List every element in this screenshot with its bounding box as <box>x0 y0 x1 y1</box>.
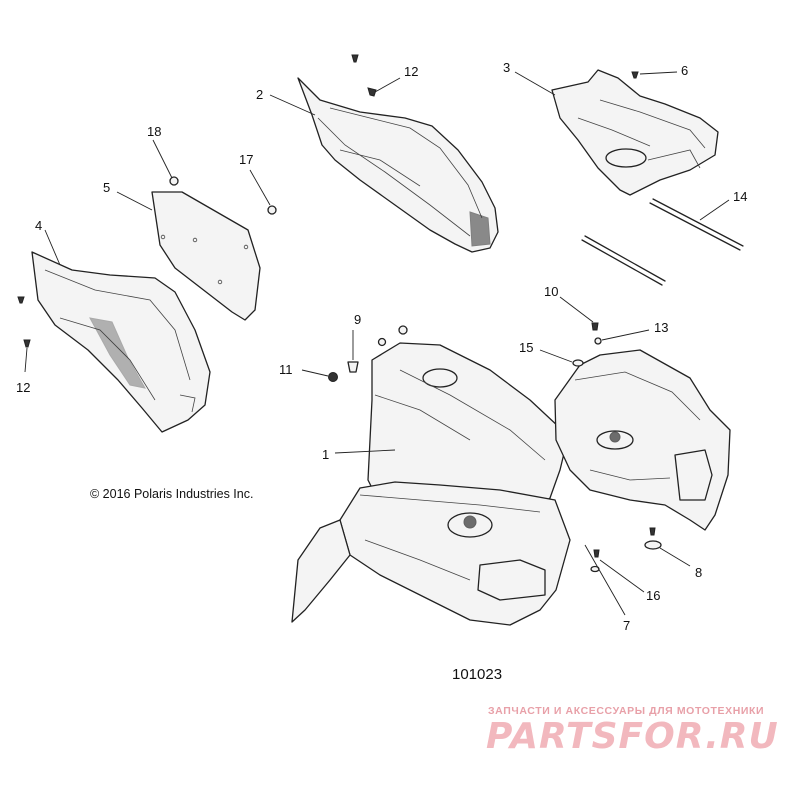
part-14-rods <box>581 198 744 286</box>
callout-9: 9 <box>354 312 361 327</box>
callout-18: 18 <box>147 124 161 139</box>
watermark-logo: PARTSFOR.RU <box>486 716 779 757</box>
callout-16: 16 <box>646 588 660 603</box>
part-4-left-side-cover <box>31 251 211 433</box>
callout-7: 7 <box>623 618 630 633</box>
part-1-front-fender <box>367 342 567 526</box>
callout-1: 1 <box>322 447 329 462</box>
part-3-rear-storage <box>551 69 719 196</box>
callout-10: 10 <box>544 284 558 299</box>
part-2-side-panel <box>297 77 499 253</box>
callout-11: 11 <box>279 362 293 377</box>
callout-8: 8 <box>695 565 702 580</box>
callout-13: 13 <box>654 320 668 335</box>
leader-lines <box>24 71 730 616</box>
callout-12-left: 12 <box>16 380 30 395</box>
callout-14: 14 <box>733 189 747 204</box>
part-5-flat-plate <box>151 191 261 321</box>
callout-3: 3 <box>503 60 510 75</box>
callout-2: 2 <box>256 87 263 102</box>
callout-6: 6 <box>681 63 688 78</box>
callout-12-top: 12 <box>404 64 418 79</box>
part-1-fender-tray <box>291 481 571 626</box>
callout-15: 15 <box>519 340 533 355</box>
fasteners <box>17 54 662 573</box>
callout-5: 5 <box>103 180 110 195</box>
copyright-notice: © 2016 Polaris Industries Inc. <box>90 487 254 501</box>
diagram-number: 101023 <box>452 666 503 683</box>
callout-labels: 1 2 3 4 5 6 7 8 9 10 11 12 12 13 14 15 1… <box>16 60 747 633</box>
watermark-tagline: ЗАПЧАСТИ И АКСЕССУАРЫ ДЛЯ МОТОТЕХНИКИ <box>488 705 765 717</box>
part-right-fender-box <box>554 349 731 531</box>
callout-4: 4 <box>35 218 42 233</box>
callout-17: 17 <box>239 152 253 167</box>
